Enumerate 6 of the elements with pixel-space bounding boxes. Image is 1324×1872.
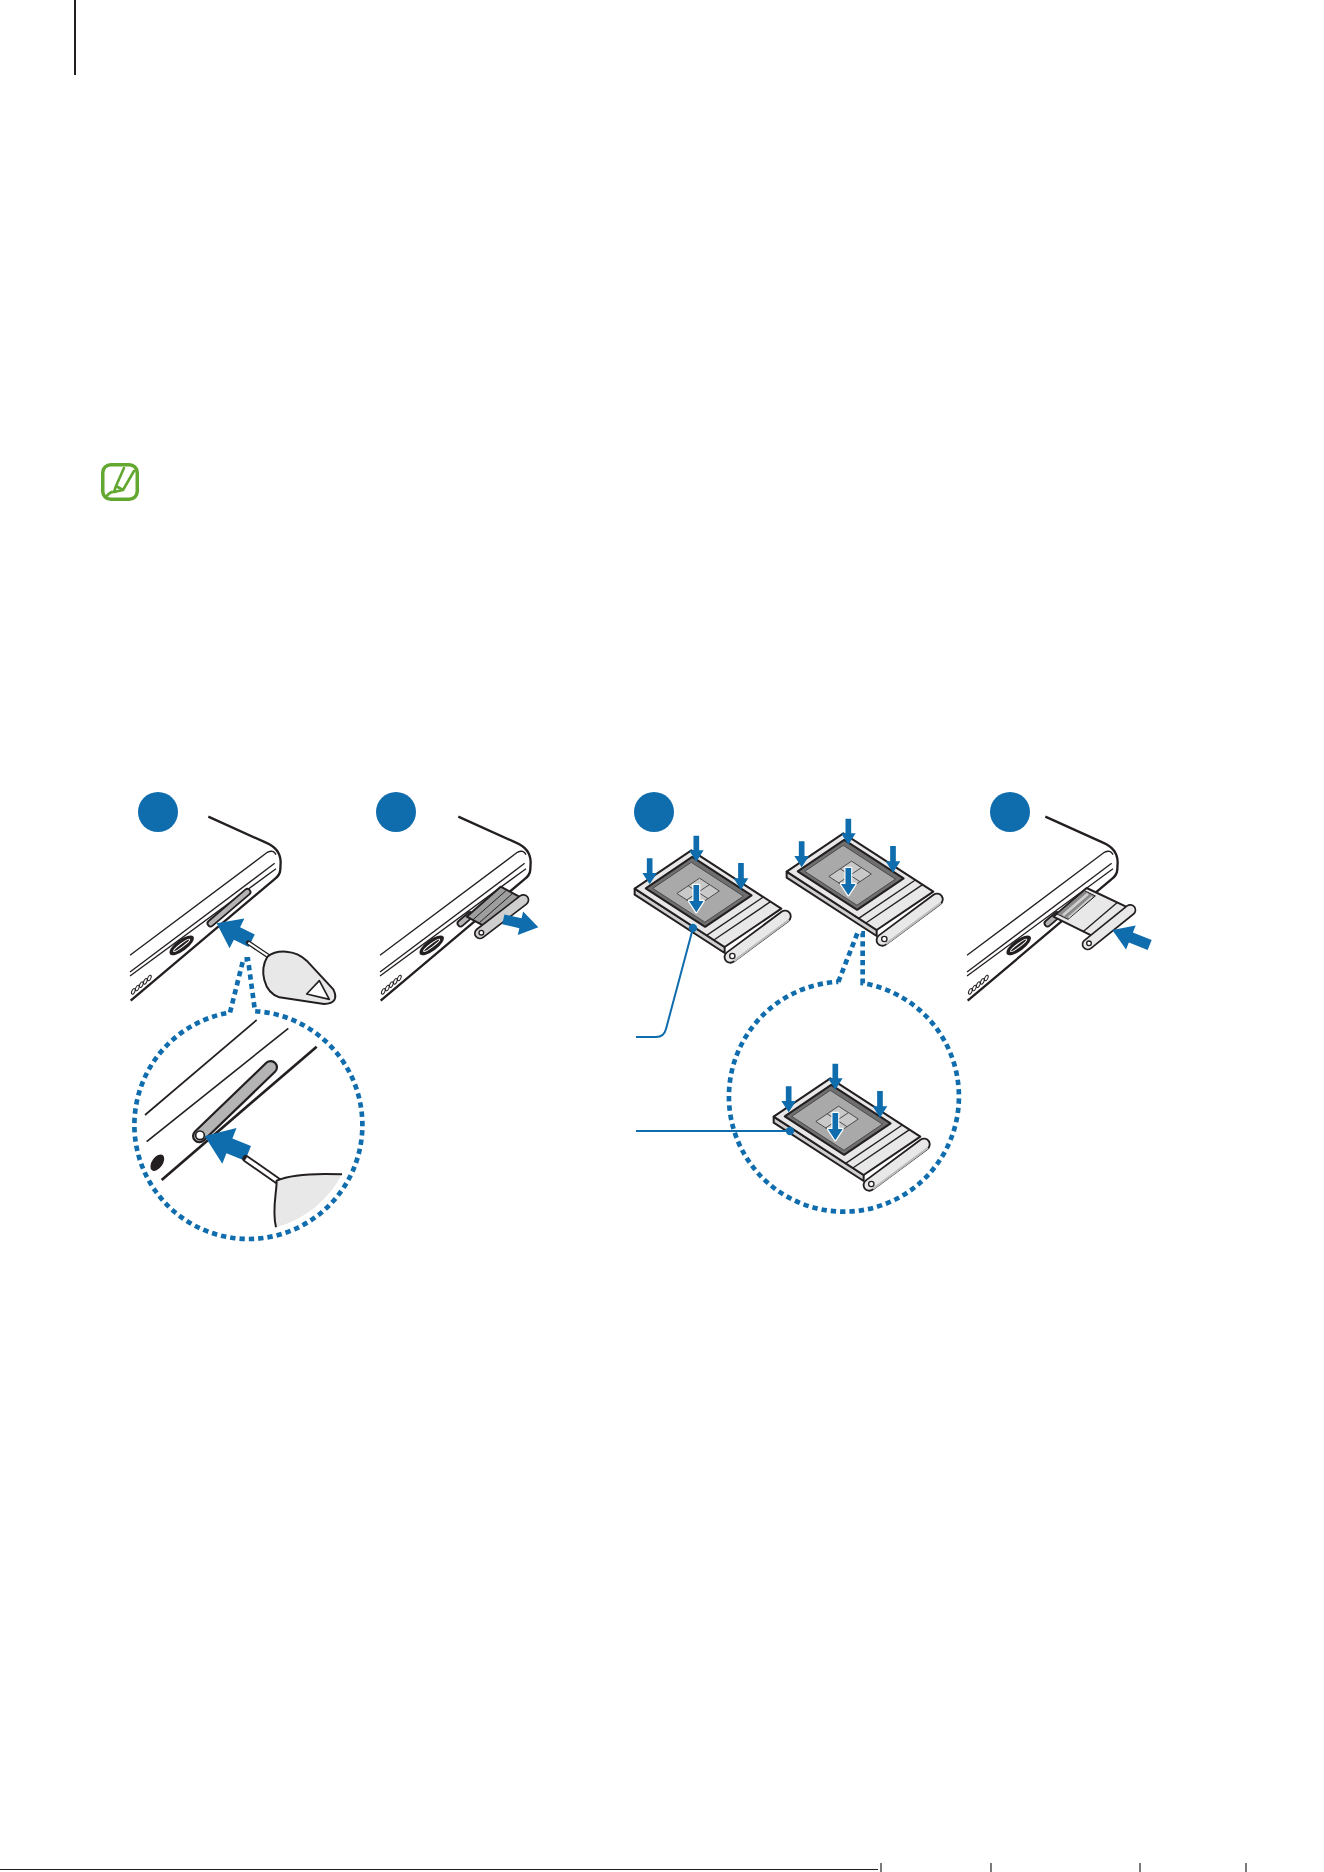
leader-line — [635, 923, 698, 1038]
step-marker — [138, 792, 178, 832]
step-marker — [634, 792, 674, 832]
step-marker — [990, 792, 1030, 832]
step-marker — [376, 792, 416, 832]
leader-line — [635, 1126, 795, 1136]
